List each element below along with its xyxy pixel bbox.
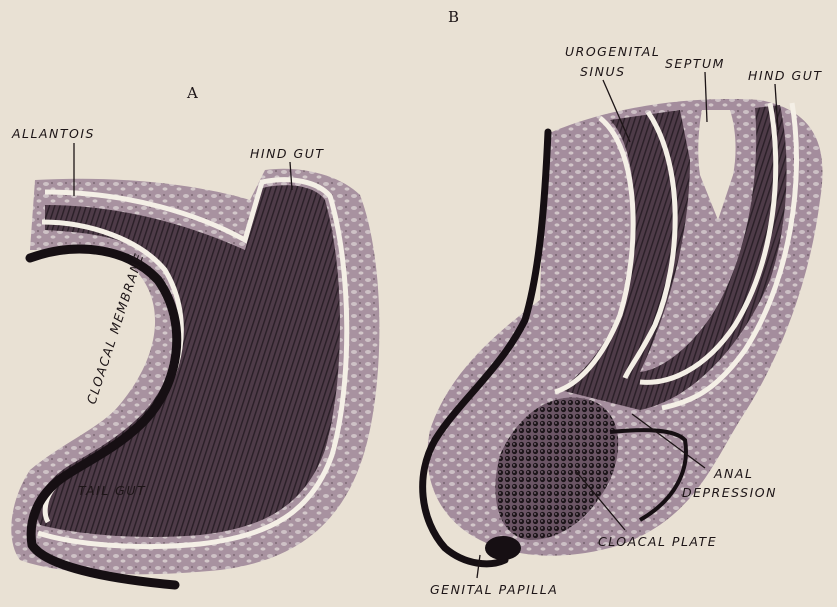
label-tail-gut: TAIL GUT xyxy=(78,483,146,498)
label-depression: DEPRESSION xyxy=(682,485,777,500)
label-genital-papilla: GENITAL PAPILLA xyxy=(430,582,558,597)
label-urogenital: UROGENITAL xyxy=(565,44,660,59)
label-hind-gut-b: HIND GUT xyxy=(748,68,823,83)
label-cloacal-plate: CLOACAL PLATE xyxy=(598,534,717,549)
label-septum: SEPTUM xyxy=(665,56,725,71)
genital-papilla-tip xyxy=(485,536,521,560)
label-allantois: ALLANTOIS xyxy=(11,126,95,141)
label-anal: ANAL xyxy=(713,466,753,481)
panel-a: A ALLANTOIS HIND GUT CLOACAL MEMBRANE TA… xyxy=(11,84,379,585)
label-sinus: SINUS xyxy=(580,64,626,79)
panel-b-letter: B xyxy=(448,8,459,26)
label-hind-gut-a: HIND GUT xyxy=(250,146,325,161)
panel-a-letter: A xyxy=(186,84,198,102)
panel-b: B UROGENITAL SINUS SEPTUM HIND GUT ANAL … xyxy=(423,8,823,597)
